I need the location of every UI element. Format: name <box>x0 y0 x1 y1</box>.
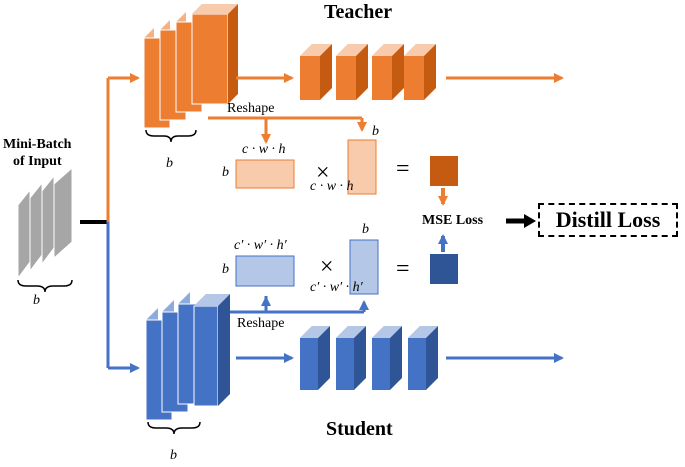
teacher-label: Teacher <box>324 1 393 23</box>
distill-loss-label: Distill Loss <box>555 207 661 232</box>
teacher-matrix-rows: b <box>222 165 229 180</box>
student-transpose-rows: c′ · w′ · h′ <box>310 280 363 295</box>
distill-arrow-head <box>524 214 536 228</box>
student-matrix-transpose <box>349 239 379 295</box>
teacher-matrix-transpose <box>347 139 377 195</box>
student-label: Student <box>326 418 393 440</box>
teacher-times-symbol: × <box>316 160 330 186</box>
student-gram-matrix <box>430 254 458 284</box>
teacher-brace <box>145 129 197 143</box>
teacher-transpose-cols: b <box>372 124 379 139</box>
input-batch-stack <box>17 166 73 280</box>
teacher-equals-symbol: = <box>396 156 410 182</box>
mse-loss-label: MSE Loss <box>422 213 484 228</box>
teacher-gram-matrix <box>430 156 458 186</box>
input-label-line2: of Input <box>13 154 62 169</box>
teacher-batch-dim: b <box>166 156 173 171</box>
student-transpose-cols: b <box>362 222 369 237</box>
input-label-line1: Mini-Batch <box>3 137 72 152</box>
teacher-layers <box>300 44 436 100</box>
student-batch-dim: b <box>170 448 177 463</box>
teacher-reshape-label: Reshape <box>227 101 275 116</box>
teacher-matrix <box>235 159 295 189</box>
student-matrix-cols: c′ · w′ · h′ <box>234 238 287 253</box>
input-batch-dim: b <box>33 293 40 308</box>
student-equals-symbol: = <box>396 256 410 282</box>
student-matrix-rows: b <box>222 262 229 277</box>
student-times-symbol: × <box>320 254 334 280</box>
teacher-transpose-rows: c · w · h <box>310 179 354 194</box>
student-brace <box>147 421 201 435</box>
input-brace <box>17 279 73 293</box>
teacher-matrix-cols: c · w · h <box>242 142 286 157</box>
student-matrix <box>235 255 295 287</box>
student-reshape-label: Reshape <box>237 316 285 331</box>
teacher-feature-stack <box>143 4 238 129</box>
distill-loss-box: Distill Loss <box>538 203 678 237</box>
student-feature-stack <box>145 292 230 421</box>
student-layers <box>300 326 438 390</box>
